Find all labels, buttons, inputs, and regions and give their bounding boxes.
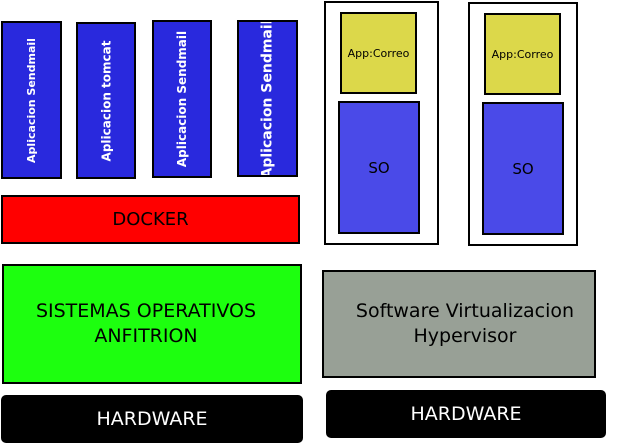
vm-2-app: App:Correo <box>484 13 561 95</box>
container-app-sendmail-3: Aplicacion Sendmail <box>237 20 298 177</box>
vm-2-os: SO <box>482 102 564 235</box>
container-app-sendmail-1: Aplicacion Sendmail <box>1 21 62 179</box>
app-label: Aplicacion Sendmail <box>25 37 38 163</box>
app-label: Aplicacion tomcat <box>99 40 113 161</box>
vm-app-label: App:Correo <box>491 47 554 61</box>
vm-app-label: App:Correo <box>347 46 410 60</box>
vm-os-label: SO <box>512 159 534 178</box>
hardware-label: HARDWARE <box>410 403 522 425</box>
container-app-tomcat: Aplicacion tomcat <box>76 22 136 179</box>
hardware-label: HARDWARE <box>96 408 208 430</box>
app-label: Aplicacion Sendmail <box>175 30 189 168</box>
host-os-layer: SISTEMAS OPERATIVOS ANFITRION <box>2 264 302 384</box>
vm-1-app: App:Correo <box>340 12 417 94</box>
hypervisor-layer: Software Virtualizacion Hypervisor <box>322 270 596 378</box>
hardware-layer-left: HARDWARE <box>1 395 303 443</box>
hypervisor-label: Software Virtualizacion Hypervisor <box>355 300 575 347</box>
container-app-sendmail-2: Aplicacion Sendmail <box>152 20 212 178</box>
vm-os-label: SO <box>368 158 390 177</box>
docker-layer: DOCKER <box>1 195 300 244</box>
docker-label: DOCKER <box>112 209 189 230</box>
vm-1-os: SO <box>338 101 420 234</box>
app-label: Aplicacion Sendmail <box>259 20 276 177</box>
host-os-label: SISTEMAS OPERATIVOS ANFITRION <box>35 300 257 347</box>
hardware-layer-right: HARDWARE <box>326 390 606 438</box>
